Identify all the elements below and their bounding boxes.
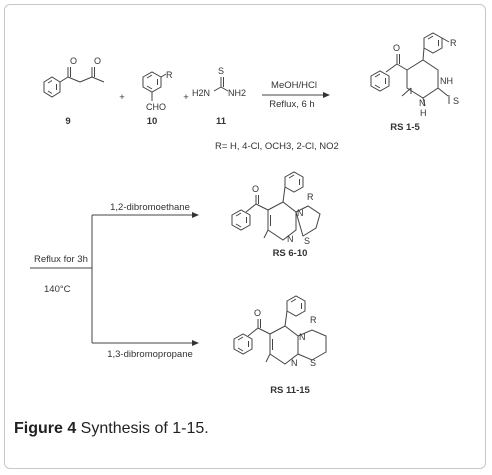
atom-nh2: NH2 xyxy=(228,88,246,98)
atom-nh-1-5: NH xyxy=(440,76,453,86)
figure-label: Figure 4 xyxy=(14,420,77,437)
upper-arrow-head xyxy=(192,212,199,218)
figure-frame xyxy=(4,4,486,469)
product-rs1-5-label: RS 1-5 xyxy=(390,122,420,133)
compound-10-structure xyxy=(142,71,167,101)
upper-reagent: 1,2-dibromoethane xyxy=(110,202,190,213)
compound-9-structure xyxy=(43,67,105,98)
atom-h2n: H2N xyxy=(192,88,210,98)
r-group-list: R= H, 4-Cl, OCH3, 2-Cl, NO2 xyxy=(215,141,339,152)
atom-n-1-5: N xyxy=(419,98,426,108)
atom-s-6-10: S xyxy=(304,236,310,246)
figure-caption-text: Synthesis of 1-15. xyxy=(76,420,209,437)
step2-condition-temp: 140°C xyxy=(44,284,71,295)
atom-o-11-15: O xyxy=(254,308,261,318)
atom-n-lower-11-15: N xyxy=(291,358,298,368)
atom-r-11-15: R xyxy=(310,315,317,325)
atom-o-6-10: O xyxy=(252,184,259,194)
atom-r-6-10: R xyxy=(307,192,314,202)
atom-n-lower-6-10: N xyxy=(287,234,294,244)
lower-reagent: 1,3-dibromopropane xyxy=(107,349,193,360)
atom-n-upper-6-10: N xyxy=(297,208,304,218)
atom-h-1-5: H xyxy=(420,108,427,118)
product-rs6-10-label: RS 6-10 xyxy=(273,248,308,259)
step2-condition-time: Reflux for 3h xyxy=(34,254,88,265)
atom-o-1-5: O xyxy=(393,43,400,53)
compound-11-label: 11 xyxy=(216,116,227,127)
atom-r-10: R xyxy=(166,70,173,80)
atom-cho: CHO xyxy=(146,102,166,112)
step1-reagent: MeOH/HCl xyxy=(271,80,317,91)
lower-arrow-head xyxy=(192,340,199,346)
plus-sign-1: + xyxy=(119,92,125,103)
product-rs11-15-structure xyxy=(233,295,327,365)
reaction-scheme: O O 9 + R CHO 10 + S H2N NH2 11 MeOH/HCl… xyxy=(30,32,459,396)
compound-11-structure xyxy=(213,77,229,92)
atom-s-11-15: S xyxy=(310,358,316,368)
product-rs11-15-label: RS 11-15 xyxy=(270,385,310,396)
step1-arrow-head xyxy=(323,92,330,98)
atom-o-2: O xyxy=(94,56,101,66)
step1-condition: Reflux, 6 h xyxy=(269,99,314,110)
compound-10-label: 10 xyxy=(147,116,158,127)
step2-arrows xyxy=(30,214,192,344)
atom-r-1-5: R xyxy=(450,38,457,48)
atom-s-1-5: S xyxy=(453,96,459,106)
atom-n-upper-11-15: N xyxy=(299,332,306,342)
atom-o-1: O xyxy=(70,56,77,66)
plus-sign-2: + xyxy=(183,92,189,103)
product-rs6-10-structure xyxy=(231,171,321,241)
compound-9-label: 9 xyxy=(65,116,70,127)
atom-s-11: S xyxy=(218,66,224,76)
product-rs1-5-structure xyxy=(370,32,450,107)
figure-caption: Figure 4 Synthesis of 1-15. xyxy=(14,420,209,438)
